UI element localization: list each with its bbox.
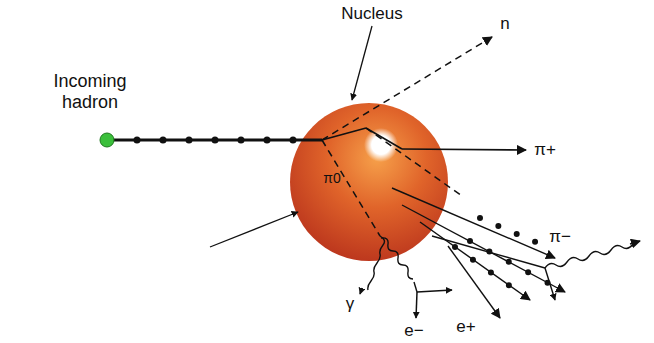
secondary-track xyxy=(322,128,366,140)
collision-spot xyxy=(364,128,398,162)
pion-zero-track xyxy=(322,140,380,236)
particle-label: e+ xyxy=(456,317,475,337)
neutron-track xyxy=(322,37,492,140)
particle-label: γ xyxy=(346,294,355,314)
photon-head xyxy=(360,288,362,294)
photon-tail xyxy=(414,282,417,292)
photon-wave xyxy=(545,244,633,268)
hadron-dot xyxy=(100,133,114,147)
photon-wave xyxy=(368,236,385,290)
cascade-track xyxy=(402,205,565,292)
neutral-track xyxy=(366,128,462,196)
particle-label: π− xyxy=(549,227,571,247)
hadron-track xyxy=(110,139,322,142)
leader-line xyxy=(352,26,372,100)
cascade-track xyxy=(420,222,530,300)
particle-label: n xyxy=(500,14,509,34)
pointer-arrow xyxy=(210,212,298,247)
part-name: Nucleus xyxy=(341,4,402,24)
photon-wave xyxy=(381,238,413,279)
pion-plus-track xyxy=(402,149,526,150)
cascade-track xyxy=(448,246,500,318)
nucleus-sphere xyxy=(290,103,448,261)
particle-label: e− xyxy=(404,321,423,341)
particle-label: π0 xyxy=(323,170,340,186)
electron-track xyxy=(416,292,417,318)
positron-track xyxy=(417,290,452,292)
part-name: Incoming hadron xyxy=(44,71,136,112)
particle-label: π+ xyxy=(534,140,556,160)
track-dots xyxy=(480,218,540,244)
cascade-track xyxy=(545,268,555,300)
track-dots xyxy=(137,137,300,144)
photon-head xyxy=(630,241,640,244)
cascade-track xyxy=(432,236,545,268)
track-dots xyxy=(470,241,550,284)
